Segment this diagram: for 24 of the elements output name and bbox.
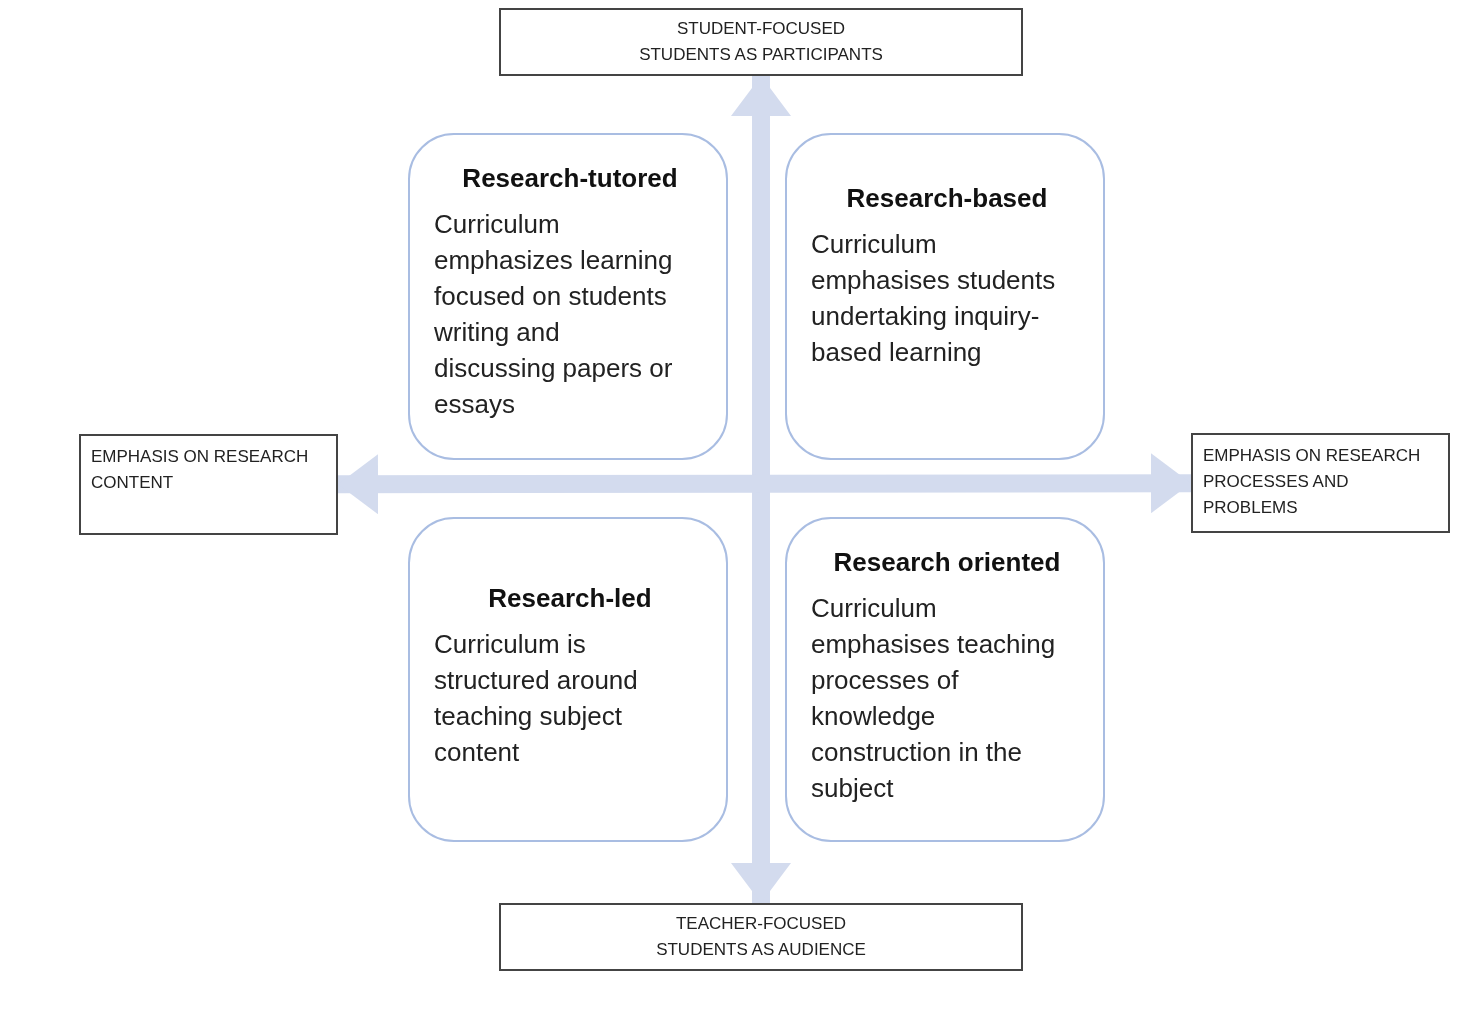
quadrant-title: Research-based bbox=[845, 183, 1049, 214]
quadrant-title: Research oriented bbox=[832, 547, 1062, 578]
axis-label-box bbox=[499, 903, 1023, 971]
quadrant-title: Research-led bbox=[487, 583, 653, 614]
axis-label: TEACHER-FOCUSED bbox=[676, 913, 846, 935]
axis-label: STUDENT-FOCUSED bbox=[676, 18, 846, 40]
axis-label: EMPHASIS ON RESEARCH CONTENT bbox=[91, 446, 310, 494]
quadrant-box bbox=[785, 517, 1105, 842]
axis-label: EMPHASIS ON RESEARCH PROCESSES AND PROBLEMS bbox=[1203, 445, 1422, 519]
axis-label: STUDENTS AS PARTICIPANTS bbox=[639, 44, 883, 66]
quadrant-description: Curriculum emphasises teaching processes of knowledge construction in the subject bbox=[811, 592, 1057, 805]
axis-label-box bbox=[79, 434, 338, 535]
quadrant-box bbox=[408, 517, 728, 842]
quadrant-box bbox=[785, 133, 1105, 460]
quadrant-box bbox=[408, 133, 728, 460]
quadrant-description: Curriculum emphasises students undertaking inquiry-based learning bbox=[811, 228, 1057, 369]
quadrant-description: Curriculum is structured around teaching subject content bbox=[434, 628, 639, 769]
quadrant-description: Curriculum emphasizes learning focused on students writing and discussing papers or essays bbox=[434, 208, 674, 421]
quadrant-title: Research-tutored bbox=[461, 163, 679, 194]
double-arrow bbox=[337, 453, 1191, 515]
axis-label-box bbox=[1191, 433, 1450, 533]
axis-label: STUDENTS AS AUDIENCE bbox=[656, 939, 866, 961]
double-arrow bbox=[731, 76, 791, 903]
axis-label-box bbox=[499, 8, 1023, 76]
